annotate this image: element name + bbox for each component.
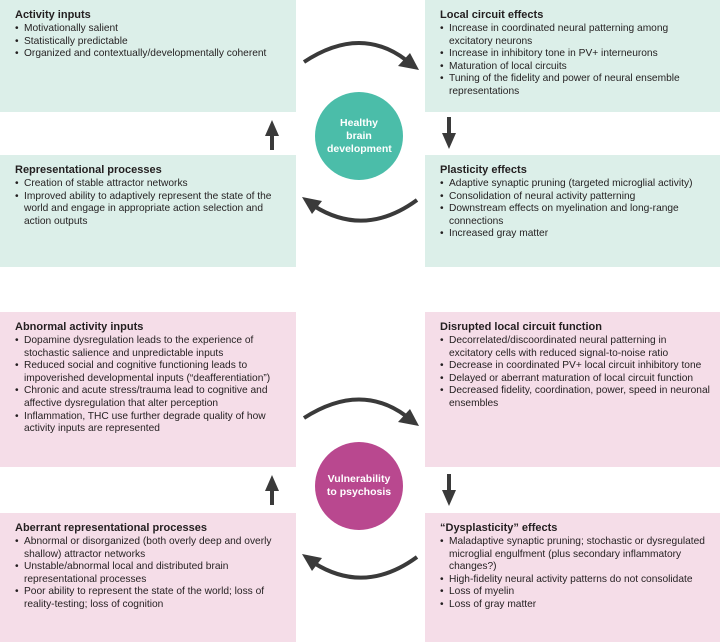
list-item: Reduced social and cognitive functioning… bbox=[15, 360, 286, 385]
list-item: Loss of myelin bbox=[440, 586, 710, 599]
list-item: Increased gray matter bbox=[440, 228, 710, 241]
local-circuit-effects-title: Local circuit effects bbox=[440, 9, 544, 21]
list-item: Consolidation of neural activity pattern… bbox=[440, 191, 710, 204]
list-item: Maladaptive synaptic pruning; stochastic… bbox=[440, 536, 710, 574]
arrow-plasticity-to-representational bbox=[302, 197, 419, 223]
list-item: Maturation of local circuits bbox=[440, 61, 710, 74]
disrupted-local-circuit-title: Disrupted local circuit function bbox=[440, 321, 602, 333]
dysplasticity-effects-title: “Dysplasticity” effects bbox=[440, 522, 558, 534]
list-item: Poor ability to represent the state of t… bbox=[15, 586, 286, 611]
arrow-aberrant-representational-to-abnormal-inputs bbox=[265, 475, 279, 505]
arrow-disrupted-circuit-to-dysplasticity bbox=[442, 474, 456, 506]
arrow-representational-to-activity bbox=[265, 120, 279, 150]
arrow-abnormal-inputs-to-disrupted-circuit bbox=[302, 397, 419, 426]
representational-processes-box: Representational processes Creation of s… bbox=[0, 155, 296, 267]
list-item: Improved ability to adaptively represent… bbox=[15, 191, 286, 229]
vulnerability-to-psychosis-label: Vulnerability to psychosis bbox=[326, 473, 392, 498]
list-item: Chronic and acute stress/trauma lead to … bbox=[15, 385, 286, 410]
list-item: Dopamine dysregulation leads to the expe… bbox=[15, 335, 286, 360]
list-item: Statistically predictable bbox=[15, 36, 286, 49]
healthy-brain-development-circle: Healthy brain development bbox=[315, 92, 403, 180]
arrow-dysplasticity-to-aberrant-representational bbox=[302, 554, 419, 580]
list-item: Downstream effects on myelination and lo… bbox=[440, 203, 710, 228]
list-item: Abnormal or disorganized (both overly de… bbox=[15, 536, 286, 561]
list-item: Increase in inhibitory tone in PV+ inter… bbox=[440, 48, 710, 61]
activity-inputs-title: Activity inputs bbox=[15, 9, 91, 21]
list-item: Creation of stable attractor networks bbox=[15, 178, 286, 191]
plasticity-effects-box: Plasticity effects Adaptive synaptic pru… bbox=[425, 155, 720, 267]
list-item: Organized and contextually/developmental… bbox=[15, 48, 286, 61]
list-item: Tuning of the fidelity and power of neur… bbox=[440, 73, 710, 98]
list-item: Decorrelated/discoordinated neural patte… bbox=[440, 335, 710, 360]
list-item: Delayed or aberrant maturation of local … bbox=[440, 373, 710, 386]
abnormal-activity-inputs-title: Abnormal activity inputs bbox=[15, 321, 144, 333]
list-item: Adaptive synaptic pruning (targeted micr… bbox=[440, 178, 710, 191]
list-item: Motivationally salient bbox=[15, 23, 286, 36]
aberrant-representational-title: Aberrant representational processes bbox=[15, 522, 207, 534]
healthy-brain-development-label: Healthy brain development bbox=[327, 116, 392, 155]
list-item: Decrease in coordinated PV+ local circui… bbox=[440, 360, 710, 373]
vulnerability-to-psychosis-circle: Vulnerability to psychosis bbox=[315, 442, 403, 530]
plasticity-effects-title: Plasticity effects bbox=[440, 164, 527, 176]
local-circuit-effects-box: Local circuit effects Increase in coordi… bbox=[425, 0, 720, 112]
arrow-local-circuit-to-plasticity bbox=[442, 117, 456, 149]
abnormal-activity-inputs-box: Abnormal activity inputs Dopamine dysreg… bbox=[0, 312, 296, 467]
disrupted-local-circuit-box: Disrupted local circuit function Decorre… bbox=[425, 312, 720, 467]
list-item: Decreased fidelity, coordination, power,… bbox=[440, 385, 710, 410]
list-item: Loss of gray matter bbox=[440, 599, 710, 612]
activity-inputs-box: Activity inputs Motivationally salient S… bbox=[0, 0, 296, 112]
list-item: Increase in coordinated neural patternin… bbox=[440, 23, 710, 48]
representational-processes-title: Representational processes bbox=[15, 164, 162, 176]
list-item: Inflammation, THC use further degrade qu… bbox=[15, 411, 286, 436]
aberrant-representational-box: Aberrant representational processes Abno… bbox=[0, 513, 296, 642]
list-item: High-fidelity neural activity patterns d… bbox=[440, 574, 710, 587]
arrow-activity-to-local-circuit bbox=[302, 41, 419, 70]
list-item: Unstable/abnormal local and distributed … bbox=[15, 561, 286, 586]
dysplasticity-effects-box: “Dysplasticity” effects Maladaptive syna… bbox=[425, 513, 720, 642]
